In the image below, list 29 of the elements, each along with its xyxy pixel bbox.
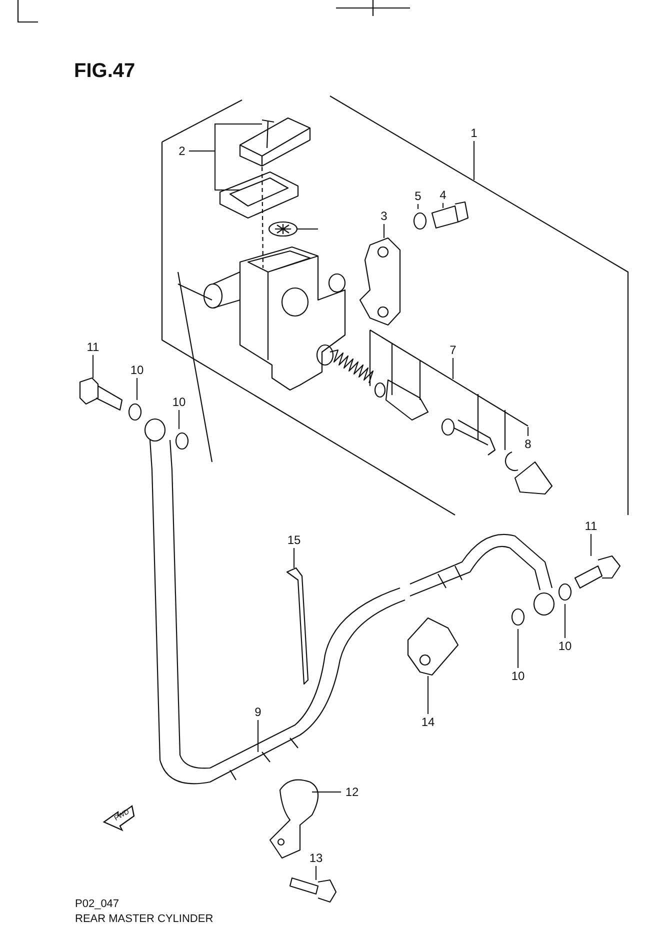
callout-number: 2 <box>178 143 186 159</box>
callout-number: 8 <box>524 436 532 452</box>
callout-number: 7 <box>450 342 456 358</box>
callout-number: 12 <box>345 784 359 800</box>
callout-number: 5 <box>414 188 422 204</box>
leader-line <box>188 150 240 190</box>
callout-number: 1 <box>470 125 478 141</box>
leader-line <box>564 604 566 638</box>
leader-line <box>442 202 444 208</box>
callout-number: 4 <box>440 187 446 203</box>
callout-number: 15 <box>287 532 301 548</box>
callout-number: 10 <box>511 668 525 684</box>
leader-line <box>92 354 94 378</box>
leader-line <box>590 534 592 556</box>
callout-number: 10 <box>130 362 144 378</box>
callout-number: 10 <box>172 394 186 410</box>
callout-number: 9 <box>254 704 262 720</box>
leader-line <box>178 410 180 430</box>
drawing-number: P02_047 <box>75 898 120 910</box>
leader-line <box>136 378 138 400</box>
figure-title: FIG.47 <box>74 60 136 83</box>
callout-number: 3 <box>380 208 388 224</box>
figure-caption: REAR MASTER CYLINDER <box>75 913 214 925</box>
callout-number: 14 <box>421 714 435 730</box>
callout-number: 10 <box>558 638 572 654</box>
leader-line <box>452 358 454 380</box>
callout-number: 13 <box>309 850 323 866</box>
callout-number: 11 <box>584 518 598 534</box>
callout-number: 11 <box>86 339 100 355</box>
